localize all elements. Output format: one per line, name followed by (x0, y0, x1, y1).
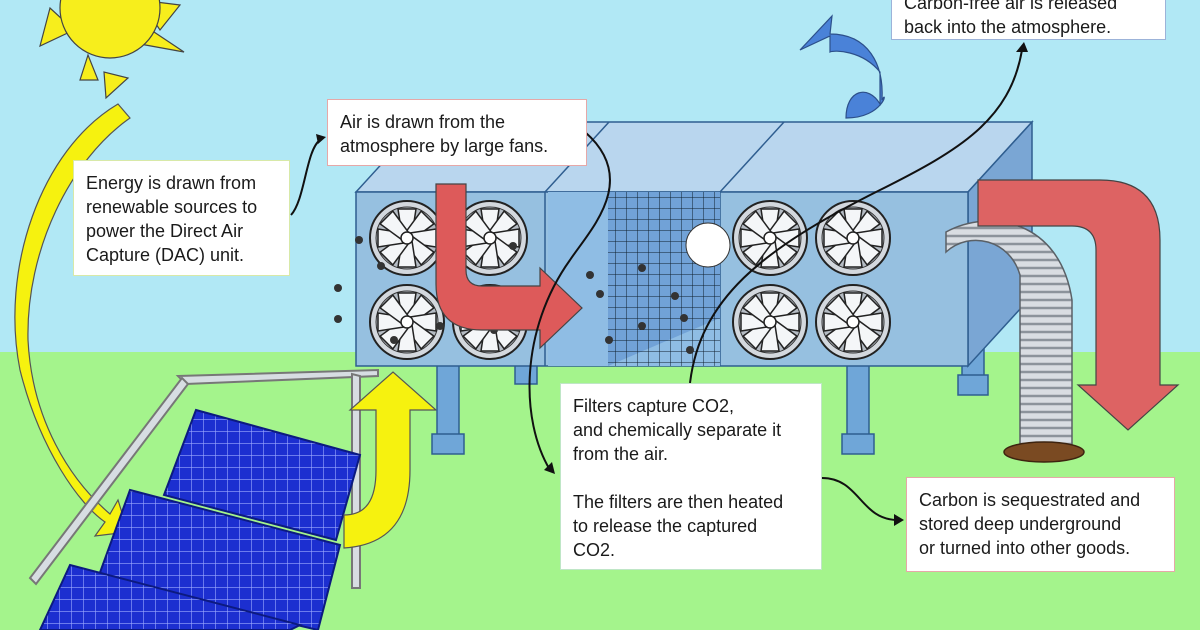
callout-carbon-stored-text: Carbon is sequestrated and stored deep u… (919, 490, 1141, 558)
co2-particles (334, 236, 694, 354)
callout-filters: Filters capture CO2, and chemically sepa… (560, 383, 822, 570)
air-intake-arrow (435, 183, 583, 350)
filter-section (548, 192, 731, 366)
callout-carbon-stored: Carbon is sequestrated and stored deep u… (906, 477, 1175, 572)
callout-filters-capture-text: Filters capture CO2, and chemically sepa… (573, 396, 782, 464)
solar-panel (38, 408, 362, 630)
sun-icon (39, 0, 185, 100)
power-arrow (343, 371, 438, 549)
callout-air-released: Carbon-free air is released back into th… (891, 0, 1166, 40)
pipe-ground-hole (1003, 441, 1085, 463)
exhaust-arrow (799, 14, 885, 119)
carbon-arrow (977, 179, 1180, 431)
callout-filters-heat-text: The filters are then heated to release t… (573, 492, 784, 560)
callout-air-intake: Air is drawn from the atmosphere by larg… (327, 99, 587, 166)
callout-energy: Energy is drawn from renewable sources t… (73, 160, 290, 276)
callout-energy-text: Energy is drawn from renewable sources t… (86, 173, 258, 265)
callout-connectors (290, 42, 1028, 526)
callout-air-intake-text: Air is drawn from the atmosphere by larg… (340, 112, 549, 156)
callout-air-released-text: Carbon-free air is released back into th… (904, 0, 1118, 37)
